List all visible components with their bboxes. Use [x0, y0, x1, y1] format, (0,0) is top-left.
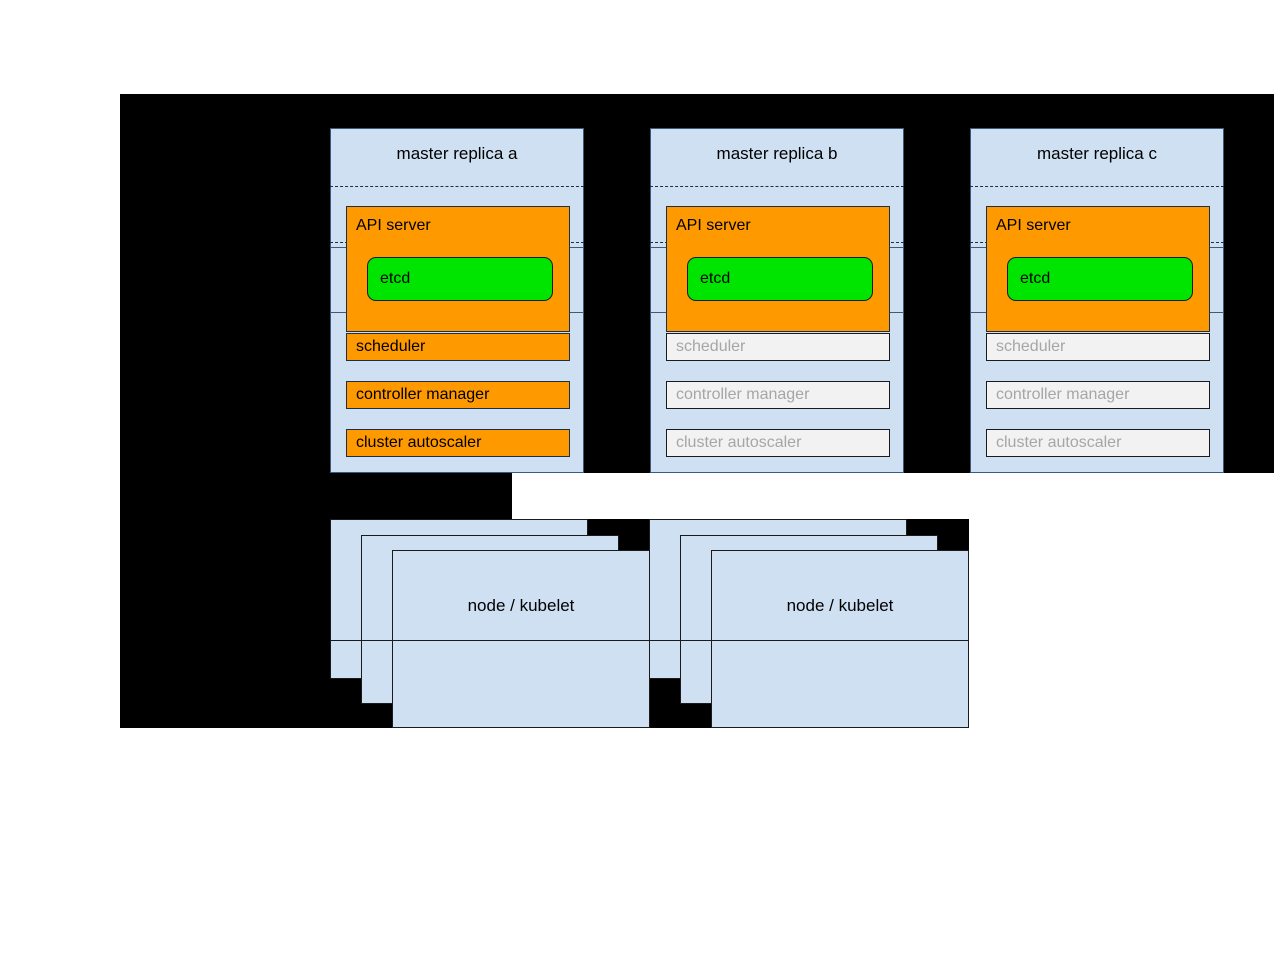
- node-band-divider: [330, 640, 969, 641]
- replica-a-scheduler-label: scheduler: [356, 338, 426, 355]
- node-group-2[interactable]: node / kubelet: [711, 550, 969, 728]
- master-replica-b[interactable]: master replica b API server etcd schedul…: [650, 128, 904, 473]
- master-replica-c[interactable]: master replica c API server etcd schedul…: [970, 128, 1224, 473]
- replica-c-rule-top: [970, 186, 1224, 187]
- replica-a-controller-manager[interactable]: controller manager: [346, 381, 570, 409]
- replica-a-etcd[interactable]: etcd: [367, 257, 553, 301]
- replica-c-controller-manager[interactable]: controller manager: [986, 381, 1210, 409]
- replica-b-controller-manager-label: controller manager: [676, 386, 810, 403]
- node-group-2-label: node / kubelet: [786, 596, 894, 615]
- replica-a-rule-top: [330, 186, 584, 187]
- replica-a-scheduler[interactable]: scheduler: [346, 333, 570, 361]
- replica-a-api-server-block[interactable]: API server etcd: [346, 206, 570, 332]
- replica-c-cluster-autoscaler[interactable]: cluster autoscaler: [986, 429, 1210, 457]
- replica-c-title: master replica c: [1037, 144, 1157, 163]
- node-group-1[interactable]: node / kubelet: [392, 550, 650, 728]
- replica-c-etcd[interactable]: etcd: [1007, 257, 1193, 301]
- replica-b-cluster-autoscaler-label: cluster autoscaler: [676, 434, 802, 451]
- replica-b-scheduler-label: scheduler: [676, 338, 746, 355]
- replica-c-api-server-block[interactable]: API server etcd: [986, 206, 1210, 332]
- replica-a-etcd-label: etcd: [380, 270, 411, 287]
- replica-b-rule-top: [650, 186, 904, 187]
- replica-c-scheduler[interactable]: scheduler: [986, 333, 1210, 361]
- gap-separator: [512, 473, 1280, 519]
- replica-b-title: master replica b: [716, 144, 838, 163]
- replica-a-api-server-label: API server: [356, 217, 431, 234]
- replica-b-scheduler[interactable]: scheduler: [666, 333, 890, 361]
- replica-b-api-server-block[interactable]: API server etcd: [666, 206, 890, 332]
- node-group-1-label: node / kubelet: [467, 596, 575, 615]
- master-replica-a[interactable]: master replica a API server etcd schedul…: [330, 128, 584, 473]
- replica-a-title: master replica a: [396, 144, 518, 163]
- replica-c-api-server-label: API server: [996, 217, 1071, 234]
- replica-a-cluster-autoscaler[interactable]: cluster autoscaler: [346, 429, 570, 457]
- replica-b-controller-manager[interactable]: controller manager: [666, 381, 890, 409]
- replica-b-api-server-label: API server: [676, 217, 751, 234]
- replica-b-etcd-label: etcd: [700, 270, 731, 287]
- replica-c-etcd-label: etcd: [1020, 270, 1051, 287]
- replica-b-cluster-autoscaler[interactable]: cluster autoscaler: [666, 429, 890, 457]
- replica-a-controller-manager-label: controller manager: [356, 386, 490, 403]
- replica-a-cluster-autoscaler-label: cluster autoscaler: [356, 434, 482, 451]
- replica-c-cluster-autoscaler-label: cluster autoscaler: [996, 434, 1122, 451]
- replica-c-controller-manager-label: controller manager: [996, 386, 1130, 403]
- replica-c-scheduler-label: scheduler: [996, 338, 1066, 355]
- replica-b-etcd[interactable]: etcd: [687, 257, 873, 301]
